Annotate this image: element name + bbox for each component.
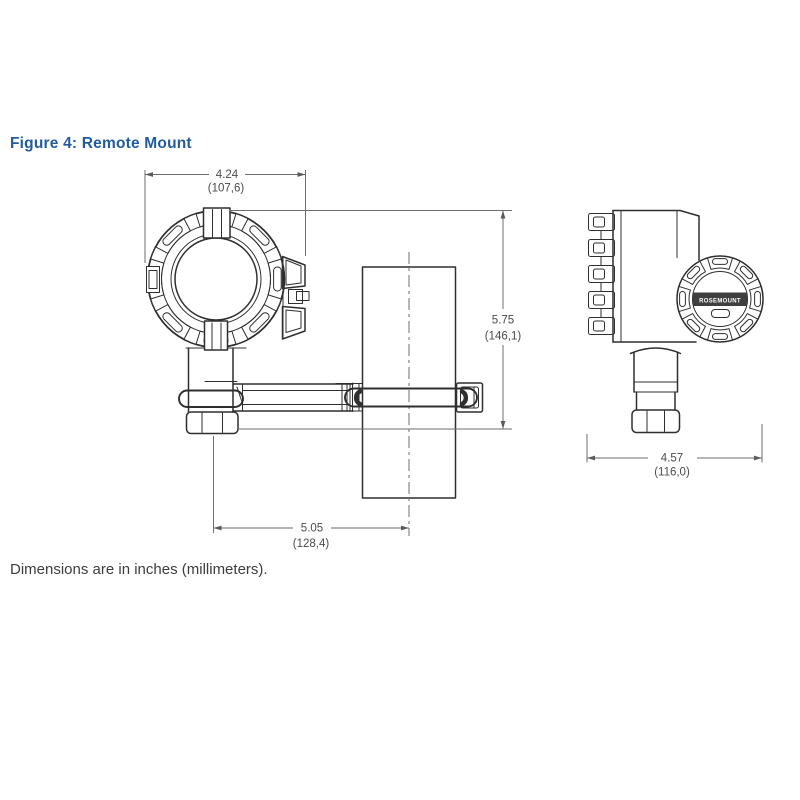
conduit-nut-front — [185, 411, 239, 435]
rear-fins — [588, 213, 615, 335]
cover-slot — [711, 309, 730, 318]
dim-side-width: 4.57 (116,0) — [586, 424, 763, 479]
conduit-nut-side — [631, 409, 681, 434]
front-view — [146, 207, 354, 435]
cover-tab-left — [146, 266, 160, 293]
transmitter-ring — [146, 207, 286, 351]
dimensions: 4.24 (107,6) 5.75 (146,1) — [144, 169, 763, 550]
dim-front-height-mm: (146,1) — [485, 331, 522, 343]
dim-front-width-mm: (107,6) — [208, 183, 245, 195]
dim-side-width-in: 4.57 — [661, 453, 683, 465]
dim-front-offset-mm: (128,4) — [293, 538, 330, 550]
u-bolt-pipe — [344, 387, 478, 408]
dim-front-offset-in: 5.05 — [301, 523, 323, 535]
terminal-wings — [281, 255, 310, 340]
pipe-clamp — [335, 382, 484, 413]
dim-side-width-mm: (116,0) — [654, 467, 690, 479]
u-bolt-left — [178, 389, 244, 408]
mounting-bracket — [178, 382, 354, 412]
cover-tab-bottom — [203, 320, 229, 351]
neck-front — [185, 347, 247, 413]
brand-label: ROSEMOUNT — [699, 298, 741, 304]
cover-lugs — [676, 255, 764, 343]
dim-front-height: 5.75 (146,1) — [229, 210, 522, 430]
brand-band — [693, 292, 747, 306]
pipe — [361, 252, 457, 536]
cover-tab-top — [202, 207, 231, 239]
side-view: ROSEMOUNT — [588, 209, 764, 434]
figure-title: Figure 4: Remote Mount — [10, 135, 192, 152]
side-neck — [629, 347, 682, 434]
figure-caption: Dimensions are in inches (millimeters). — [10, 561, 268, 578]
dim-front-width-in: 4.24 — [216, 169, 239, 181]
side-body — [612, 209, 700, 343]
dim-front-offset: 5.05 (128,4) — [213, 436, 409, 550]
side-cover: ROSEMOUNT — [676, 255, 764, 343]
dim-front-width: 4.24 (107,6) — [144, 169, 306, 263]
dim-front-height-in: 5.75 — [492, 315, 514, 327]
